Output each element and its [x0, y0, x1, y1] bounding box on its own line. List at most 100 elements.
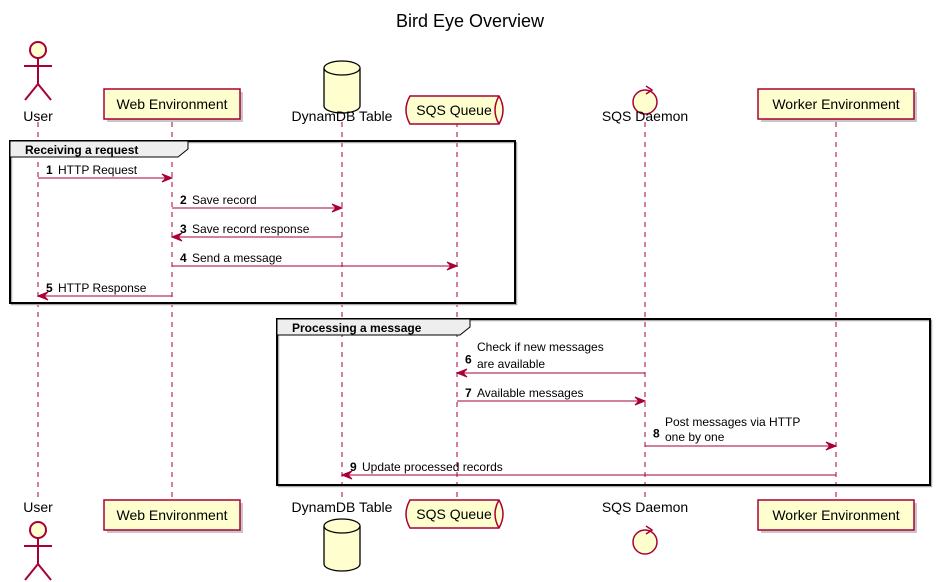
message-5: 5 HTTP Response: [36, 281, 172, 301]
actor-icon: [24, 521, 52, 581]
control-arrow: [645, 85, 654, 95]
message-arrowhead: [340, 470, 353, 480]
message-arrowhead: [825, 441, 838, 451]
participant-box: [757, 88, 915, 120]
group-label: Processing a message: [292, 321, 422, 335]
participant-box: [103, 88, 241, 120]
group-shadow: [277, 319, 933, 488]
participant-label: User: [23, 108, 53, 124]
participant-user-top: User: [23, 41, 53, 124]
participant-label: SQS Queue: [416, 102, 492, 118]
group-tab: [9, 140, 189, 158]
message-2: 2 Save record: [172, 193, 344, 213]
participant-label: Worker Environment: [772, 96, 899, 112]
message-label: Check if new messages: [477, 340, 604, 354]
participant-web-bottom: Web Environment: [103, 499, 243, 533]
actor-leg-right: [37, 563, 52, 581]
actor-leg-left: [24, 563, 39, 581]
message-label: Send a message: [192, 251, 282, 265]
participant-sqs-top: SQS Queue: [405, 95, 504, 125]
queue-end: [494, 95, 500, 125]
participant-daemon-top: SQS Daemon: [602, 85, 688, 124]
message-7: 7 Available messages: [457, 386, 647, 406]
message-number: 1: [46, 163, 53, 177]
database-top: [323, 60, 361, 76]
participant-worker-bottom: Worker Environment: [757, 499, 917, 533]
group-border: [9, 140, 516, 304]
control-arrow: [645, 525, 654, 535]
participant-label: SQS Queue: [416, 506, 492, 522]
message-label: Available messages: [477, 386, 584, 400]
message-number: 9: [350, 460, 357, 474]
participant-label: User: [23, 499, 53, 515]
participant-label: DynamDB Table: [292, 108, 393, 124]
participant-label: Worker Environment: [772, 507, 899, 523]
message-arrowhead: [331, 203, 344, 213]
control-circle: [632, 89, 658, 115]
participant-worker-top: Worker Environment: [757, 88, 917, 122]
database-body: [323, 526, 361, 572]
message-label: Save record: [192, 193, 257, 207]
group-frame: Receiving a request: [9, 140, 518, 306]
actor-leg-left: [24, 83, 39, 101]
message-3: 3 Save record response: [170, 222, 342, 242]
participant-label: DynamDB Table: [292, 499, 393, 515]
message-6: 6 Check if new messages are available: [455, 340, 645, 378]
database-icon: [323, 60, 361, 114]
participant-sqs-bottom: SQS Queue: [405, 499, 504, 529]
message-number: 3: [180, 222, 187, 236]
message-label: one by one: [665, 430, 725, 444]
message-label: are available: [477, 357, 545, 371]
message-4: 4 Send a message: [172, 251, 459, 271]
database-top: [323, 518, 361, 534]
participant-box: [103, 499, 241, 531]
message-label: Update processed records: [362, 460, 503, 474]
message-label: Save record response: [192, 222, 310, 236]
participant-box: [757, 499, 915, 531]
database-icon: [323, 518, 361, 572]
actor-leg-right: [37, 83, 52, 101]
participant-ddb-bottom: DynamDB Table: [292, 499, 393, 572]
database-body: [323, 68, 361, 114]
queue-end: [494, 499, 500, 529]
group-shadow: [10, 141, 518, 306]
group-tab: [276, 318, 471, 336]
control-circle: [632, 529, 658, 555]
group-frame: Processing a message: [276, 318, 933, 488]
participant-user-bottom: User: [23, 499, 53, 581]
message-arrowhead: [455, 368, 468, 378]
actor-head: [29, 41, 47, 59]
actor-head: [29, 521, 47, 539]
participant-label: SQS Daemon: [602, 108, 688, 124]
group-border: [276, 318, 931, 486]
message-label: Post messages via HTTP: [665, 415, 800, 429]
participant-daemon-bottom: SQS Daemon: [602, 499, 688, 555]
message-label: HTTP Response: [58, 281, 147, 295]
message-arrowhead: [170, 232, 183, 242]
message-number: 4: [180, 251, 187, 265]
message-number: 2: [180, 193, 187, 207]
group-label: Receiving a request: [25, 143, 138, 157]
participant-label: SQS Daemon: [602, 499, 688, 515]
participant-web-top: Web Environment: [103, 88, 243, 122]
control-icon: [632, 525, 658, 555]
participant-label: Web Environment: [116, 507, 227, 523]
message-number: 8: [653, 427, 660, 441]
control-icon: [632, 85, 658, 115]
actor-icon: [24, 41, 52, 101]
message-arrowhead: [36, 291, 49, 301]
participant-label: Web Environment: [116, 96, 227, 112]
message-number: 6: [465, 353, 472, 367]
message-arrowhead: [161, 173, 174, 183]
message-arrowhead: [634, 396, 647, 406]
diagram-title: Bird Eye Overview: [396, 11, 545, 31]
participant-ddb-top: DynamDB Table: [292, 60, 393, 124]
message-label: HTTP Request: [58, 163, 138, 177]
message-9: 9 Update processed records: [340, 460, 836, 480]
message-1: 1 HTTP Request: [38, 163, 174, 183]
message-number: 5: [46, 281, 53, 295]
message-arrowhead: [446, 261, 459, 271]
message-number: 7: [465, 386, 472, 400]
